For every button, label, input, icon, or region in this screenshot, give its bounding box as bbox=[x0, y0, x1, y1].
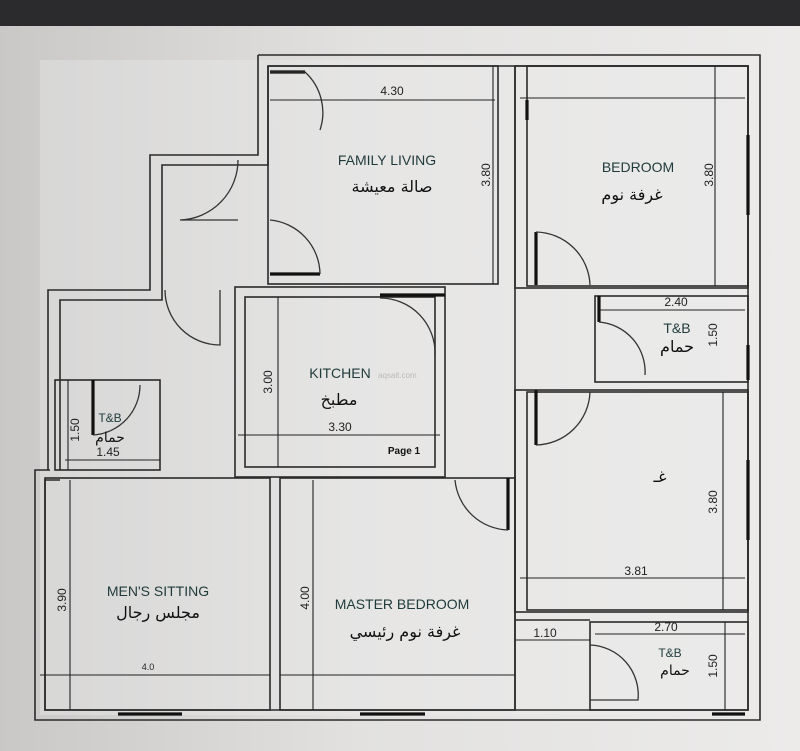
door-corridor-2 bbox=[269, 219, 321, 275]
tb-right-label-ar: حمام bbox=[660, 337, 694, 356]
room-walls bbox=[44, 65, 749, 711]
tb-left-label: T&B bbox=[98, 411, 121, 425]
tb-left-label-ar: حمام bbox=[95, 430, 125, 446]
tb-right-label: T&B bbox=[663, 320, 690, 336]
mens-sitting-width: 4.0 bbox=[142, 662, 155, 672]
mens-sitting-length: 3.90 bbox=[55, 588, 69, 612]
bedroom2-label-ar: غـ bbox=[652, 467, 666, 486]
tb-right-width: 2.40 bbox=[664, 295, 688, 309]
top-bar bbox=[0, 0, 800, 26]
door-kitchen bbox=[379, 297, 436, 356]
tb-bottom-label-ar: حمام bbox=[660, 663, 690, 679]
door-tb-bottom bbox=[589, 644, 639, 701]
door-bedroom bbox=[535, 231, 591, 286]
door-master bbox=[454, 479, 509, 531]
family-living-length: 3.80 bbox=[479, 163, 493, 187]
watermark: aqsalt.com bbox=[378, 371, 417, 380]
master-bedroom-width: 1.10 bbox=[533, 626, 557, 640]
tb-bottom-length: 1.50 bbox=[706, 654, 720, 678]
tb-left-width: 1.45 bbox=[96, 445, 120, 459]
kitchen-width: 3.30 bbox=[328, 420, 352, 434]
kitchen-label-ar: مطبخ bbox=[321, 390, 358, 410]
door-tb-right bbox=[598, 321, 646, 376]
mens-sitting-label: MEN'S SITTING bbox=[107, 583, 209, 599]
bedroom-length: 3.80 bbox=[702, 163, 716, 187]
bedroom2-length: 3.80 bbox=[706, 490, 720, 514]
tb-bottom-label: T&B bbox=[658, 646, 681, 660]
master-bedroom-label: MASTER BEDROOM bbox=[335, 596, 470, 612]
tb-left-length: 1.50 bbox=[68, 418, 82, 442]
doors bbox=[92, 71, 646, 701]
family-living-label: FAMILY LIVING bbox=[338, 152, 436, 168]
door-corridor-3 bbox=[164, 289, 221, 346]
page-label: Page 1 bbox=[388, 446, 421, 457]
door-bedroom2 bbox=[535, 391, 591, 446]
bedroom-label-ar: غرفة نوم bbox=[601, 185, 662, 205]
family-living-label-ar: صالة معيشة bbox=[352, 177, 433, 196]
kitchen-label: KITCHEN bbox=[309, 365, 370, 381]
mens-sitting-label-ar: مجلس رجال bbox=[116, 603, 200, 623]
master-bedroom-label-ar: غرفة نوم رئيسي bbox=[350, 622, 461, 642]
bedroom-label: BEDROOM bbox=[602, 159, 674, 175]
tb-bottom-width: 2.70 bbox=[654, 620, 678, 634]
door-corridor-1 bbox=[179, 159, 239, 221]
kitchen-length: 3.00 bbox=[261, 370, 275, 394]
bedroom2-width: 3.81 bbox=[624, 564, 648, 578]
tb-right-length: 1.50 bbox=[706, 323, 720, 347]
master-bedroom-length: 4.00 bbox=[298, 586, 312, 610]
dimension-lines bbox=[40, 66, 745, 710]
door-tb-left bbox=[92, 384, 141, 436]
door-family-living bbox=[270, 71, 324, 131]
family-living-width: 4.30 bbox=[380, 84, 404, 98]
